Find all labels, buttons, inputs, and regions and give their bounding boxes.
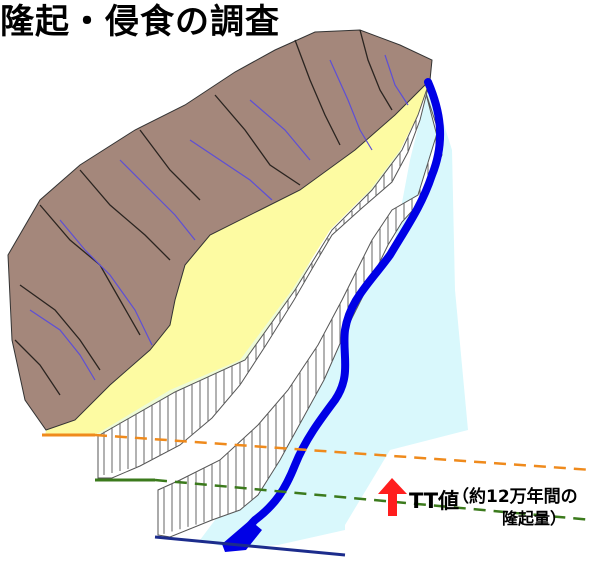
uplift-arrow-icon bbox=[378, 478, 407, 516]
terrace-levels bbox=[42, 433, 593, 557]
mountain-slope bbox=[7, 29, 433, 431]
mountain-streams bbox=[29, 54, 409, 381]
tt-value-label: TT値 bbox=[409, 489, 459, 513]
valley-floor-level bbox=[154, 535, 346, 557]
mountain-ridges bbox=[14, 29, 393, 396]
tt-detail-line1: （約12万年間の bbox=[452, 486, 578, 507]
upper-scarp bbox=[97, 79, 431, 479]
tt-detail-line2: 隆起量） bbox=[502, 509, 566, 528]
upper-terrace bbox=[45, 80, 430, 436]
upper-terrace-level-projection bbox=[94, 433, 593, 472]
lower-terrace-level-projection bbox=[154, 478, 593, 522]
main-river bbox=[228, 78, 445, 551]
diagram-title: 隆起・侵食の調査 bbox=[0, 2, 280, 42]
valley-floor bbox=[200, 80, 468, 548]
